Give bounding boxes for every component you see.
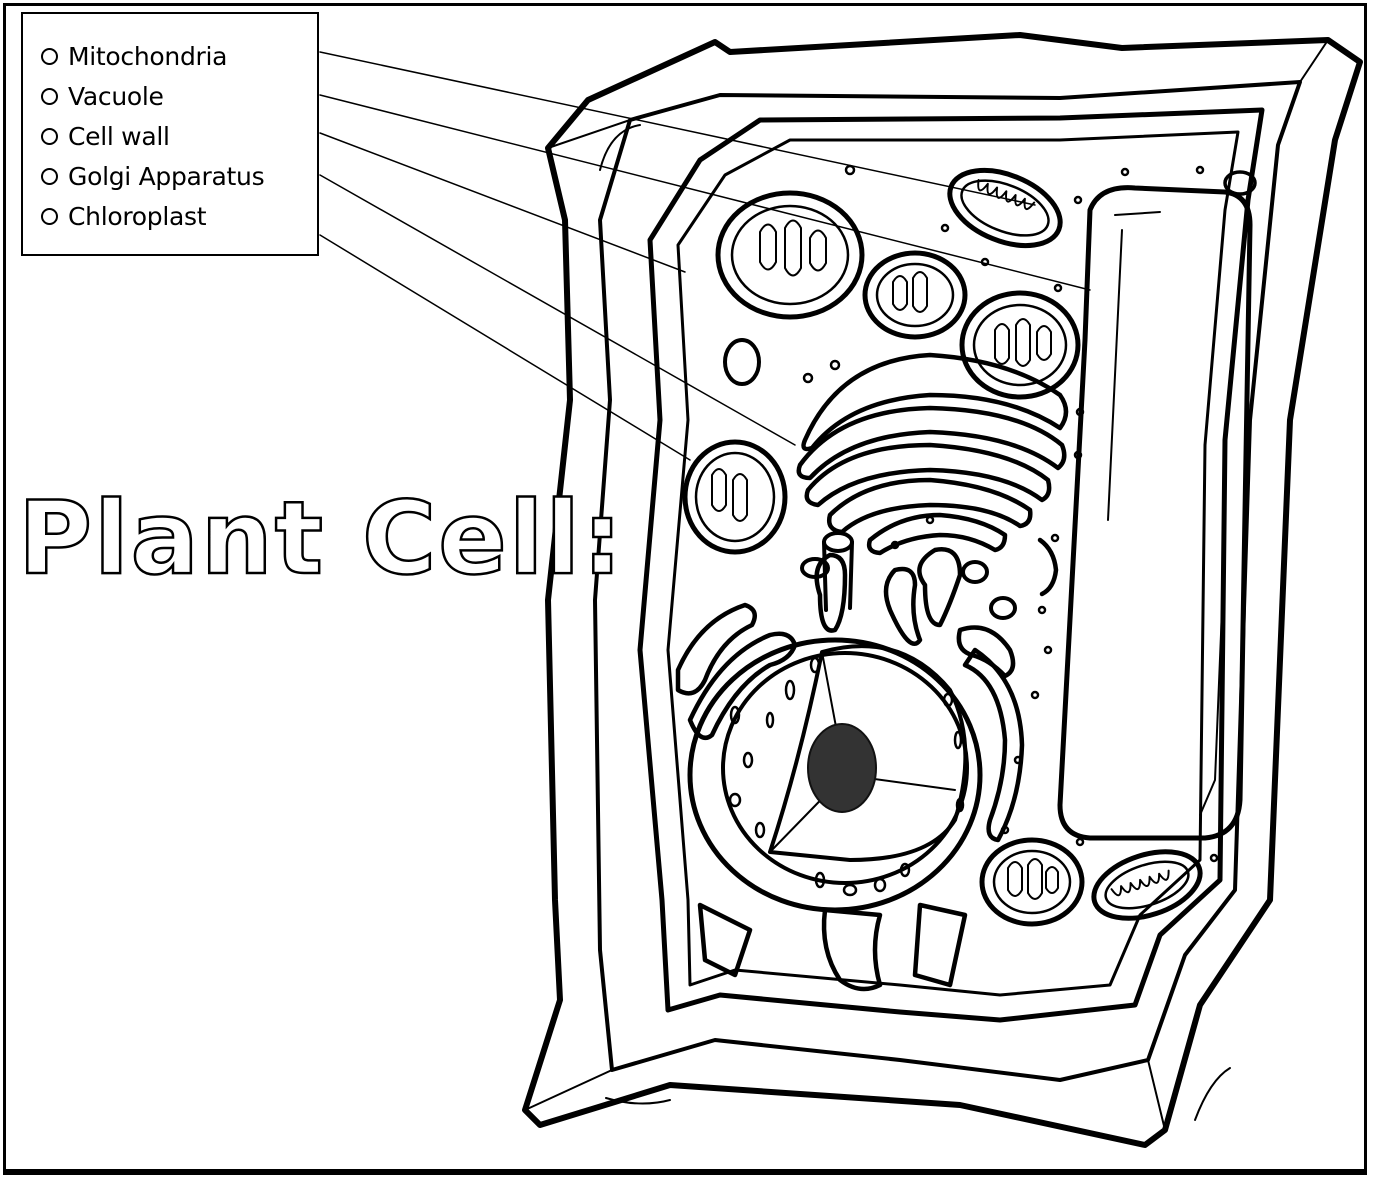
cytoplasm-boundary: [668, 132, 1238, 995]
nucleolus: [808, 724, 876, 812]
legend-label: Golgi Apparatus: [68, 162, 264, 191]
cell-wall-face-line: [1300, 40, 1328, 82]
chloroplast: [718, 193, 862, 317]
mitochondrion: [939, 156, 1071, 261]
legend-label: Vacuole: [68, 82, 164, 111]
vacuole-highlight: [1108, 212, 1160, 520]
legend-item-mitochondria[interactable]: Mitochondria: [23, 36, 317, 76]
radio-icon[interactable]: [41, 88, 58, 105]
leader-line-mitochondria: [320, 52, 1035, 205]
leader-line-chloroplast: [320, 235, 690, 460]
chloroplast: [962, 293, 1078, 397]
legend-box: Mitochondria Vacuole Cell wall Golgi App…: [21, 12, 319, 256]
legend-label: Cell wall: [68, 122, 170, 151]
legend-label: Chloroplast: [68, 202, 206, 231]
legend-item-golgi-apparatus[interactable]: Golgi Apparatus: [23, 156, 317, 196]
legend-item-cell-wall[interactable]: Cell wall: [23, 116, 317, 156]
legend-item-vacuole[interactable]: Vacuole: [23, 76, 317, 116]
radio-icon[interactable]: [41, 208, 58, 225]
radio-icon[interactable]: [41, 128, 58, 145]
mitochondrion: [1085, 839, 1208, 930]
radio-icon[interactable]: [41, 48, 58, 65]
vesicle: [725, 340, 759, 384]
legend-item-chloroplast[interactable]: Chloroplast: [23, 196, 317, 236]
chloroplast: [982, 840, 1082, 924]
chloroplast: [865, 253, 965, 337]
nucleus: [690, 640, 980, 910]
chloroplast: [685, 442, 785, 552]
leader-line-golgi: [320, 175, 795, 445]
legend-label: Mitochondria: [68, 42, 227, 71]
cell-wall-outer: [525, 35, 1360, 1145]
leader-line-cell-wall: [320, 133, 685, 272]
radio-icon[interactable]: [41, 168, 58, 185]
cell-wall-face-line: [1148, 1060, 1165, 1130]
diagram-title: Plant Cell:: [18, 488, 624, 589]
